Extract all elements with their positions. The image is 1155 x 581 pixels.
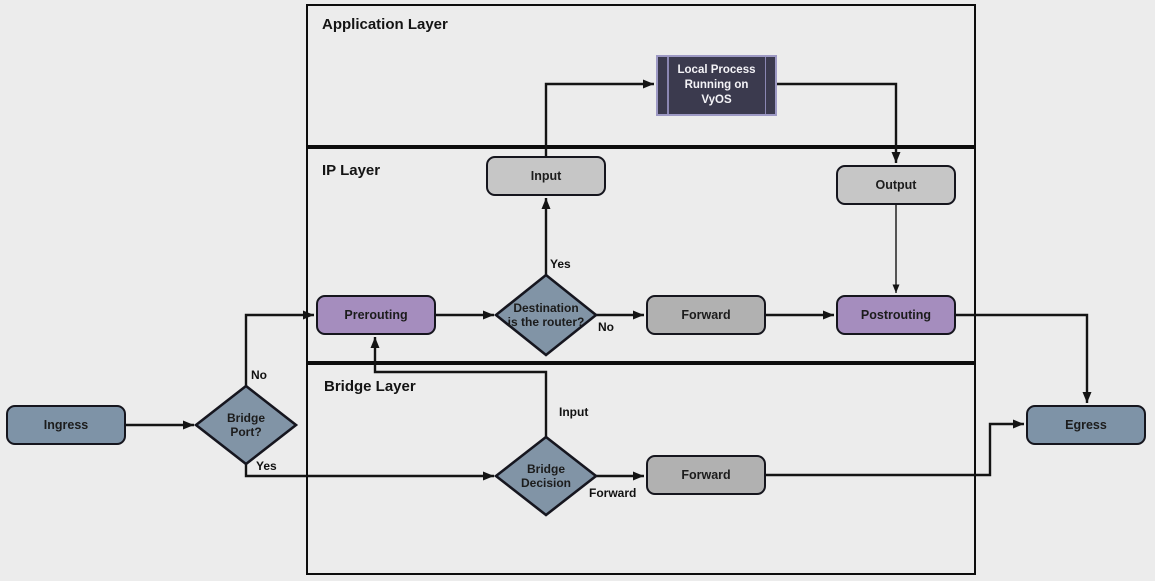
edge-label-destination-yes: Yes	[550, 257, 571, 271]
node-output: Output	[836, 165, 956, 205]
diamond-bridge-port	[193, 384, 299, 466]
node-ingress-label: Ingress	[43, 417, 89, 432]
connector-local-process-to-output	[777, 82, 901, 163]
node-input-label: Input	[530, 168, 562, 183]
node-forward-bridge-label: Forward	[681, 467, 731, 482]
node-prerouting: Prerouting	[316, 295, 436, 335]
node-input: Input	[486, 156, 606, 196]
layer-title-bridge: Bridge Layer	[324, 378, 416, 395]
edge-label-bridge-port-no: No	[251, 368, 267, 382]
diamond-bridge-decision	[493, 435, 599, 517]
connector-bridge-decision-input-to-prerouting	[370, 337, 548, 437]
edge-label-destination-no: No	[598, 320, 614, 334]
edge-label-bridge-decision-input: Input	[559, 405, 589, 419]
local-process-line-2: Running on	[684, 79, 749, 92]
node-local-process: Local Process Running on VyOS	[656, 55, 777, 116]
layer-box-application	[306, 4, 976, 147]
local-process-left-bar	[667, 57, 669, 114]
connector-bridge-forward-to-egress	[766, 419, 1024, 477]
edge-label-bridge-decision-forward: Forward	[589, 486, 637, 500]
node-ingress: Ingress	[6, 405, 126, 445]
connector-postrouting-to-egress	[956, 313, 1092, 403]
layer-title-ip: IP Layer	[322, 162, 381, 179]
node-egress-label: Egress	[1065, 417, 1107, 432]
connector-bridge-port-no-to-prerouting	[244, 310, 314, 386]
local-process-right-bar	[764, 57, 766, 114]
layer-title-application: Application Layer	[322, 16, 448, 33]
node-output-label: Output	[875, 177, 917, 192]
node-postrouting-label: Postrouting	[860, 307, 932, 322]
node-forward-ip: Forward	[646, 295, 766, 335]
layer-box-ip	[306, 147, 976, 363]
node-forward-bridge: Forward	[646, 455, 766, 495]
diamond-destination-is-router	[493, 273, 599, 357]
node-egress: Egress	[1026, 405, 1146, 445]
connector-input-to-local-process	[544, 79, 654, 156]
node-forward-ip-label: Forward	[681, 307, 731, 322]
connector-bridge-port-yes-to-bridge-decision	[244, 464, 494, 481]
local-process-line-1: Local Process	[677, 64, 756, 77]
node-postrouting: Postrouting	[836, 295, 956, 335]
layer-box-bridge	[306, 363, 976, 575]
node-prerouting-label: Prerouting	[344, 307, 408, 322]
edge-label-bridge-port-yes: Yes	[256, 459, 277, 473]
local-process-line-3: VyOS	[701, 93, 732, 106]
